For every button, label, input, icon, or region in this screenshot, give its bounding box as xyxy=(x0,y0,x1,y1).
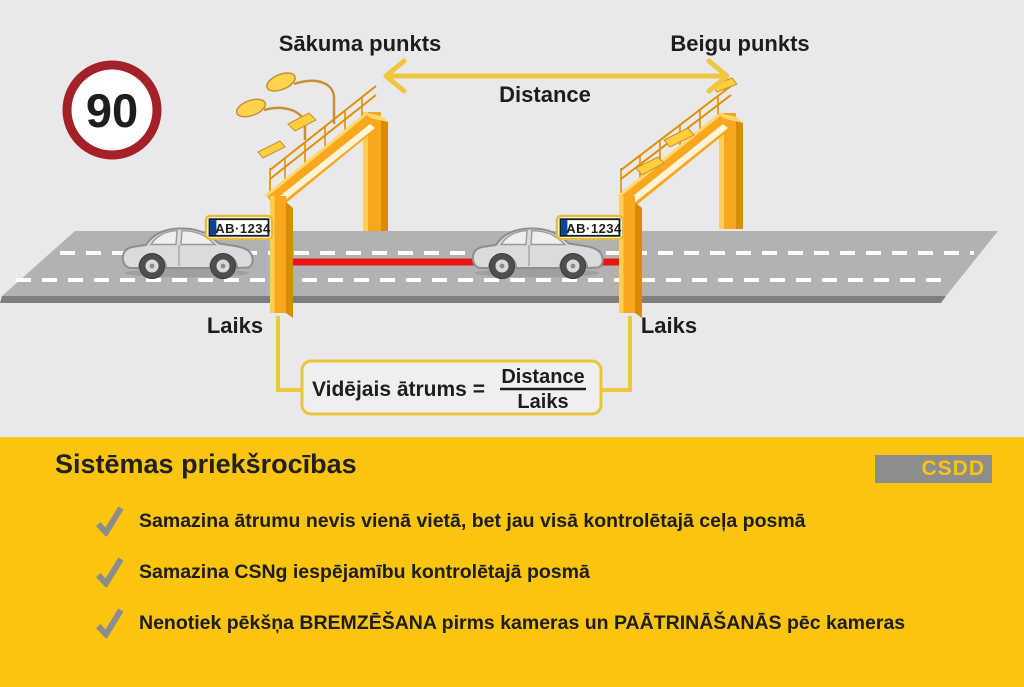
gantry-left-railing xyxy=(269,85,377,171)
end-point-label: Beigu punkts xyxy=(670,31,809,56)
camera-box-icon xyxy=(635,156,665,176)
gantry-right-beam-stripe xyxy=(623,124,728,208)
gantry-left-far-column-highlight xyxy=(363,112,368,231)
camera-box-icon xyxy=(711,77,738,93)
connector-right xyxy=(601,316,632,392)
distance-arrow xyxy=(383,58,730,94)
plate-eu-strip xyxy=(210,220,217,235)
check-icon xyxy=(96,557,124,589)
gantry-left xyxy=(235,72,388,318)
time-label-right: Laiks xyxy=(641,313,697,338)
gantry-left-beam-highlight xyxy=(265,112,367,198)
formula-denominator: Laiks xyxy=(517,391,568,413)
csdd-logo-text: CSDD xyxy=(921,457,985,480)
distance-label: Distance xyxy=(499,82,591,107)
plate-eu-strip xyxy=(561,220,568,235)
license-plate-left: AB·1234 xyxy=(204,214,274,241)
gantry-right-far-column-highlight xyxy=(719,113,724,229)
speed-limit-value: 90 xyxy=(86,84,138,137)
gantry-left-far-column-cap xyxy=(363,112,388,122)
bullet-item: Samazina CSNg iespējamību kontrolētajā p… xyxy=(95,556,590,589)
camera-box-icon xyxy=(287,112,317,132)
license-plate-right: AB·1234 xyxy=(555,214,625,241)
check-icon xyxy=(96,506,124,538)
gantry-left-far-column-side xyxy=(381,116,388,231)
camera-box-icon xyxy=(663,127,695,148)
gantry-left-pole-side xyxy=(286,202,293,318)
bullet-text: Nenotiek pēkšņa BREMZĒŠANA pirms kameras… xyxy=(139,611,906,634)
speed-limit-sign: 90 xyxy=(62,60,162,160)
gantry-right-far-column-cap xyxy=(719,113,743,123)
advantages-panel: Sistēmas priekšrocības CSDD Samazina ātr… xyxy=(0,437,1024,687)
panel-heading: Sistēmas priekšrocības xyxy=(55,449,357,479)
time-label-left: Laiks xyxy=(207,313,263,338)
bullet-text: Samazina ātrumu nevis vienā vietā, bet j… xyxy=(139,509,806,532)
speed-camera-diagram: AB·1234 AB·1234 90 Sākuma punkts Beigu p… xyxy=(0,31,998,416)
gantry-left-pole-highlight xyxy=(270,196,275,313)
sign-ring xyxy=(62,60,162,160)
street-lamp-icon xyxy=(235,98,307,140)
road-edge xyxy=(0,296,946,303)
camera-box-icon xyxy=(257,140,286,159)
csdd-logo: CSDD xyxy=(875,455,992,483)
bullet-text: Samazina CSNg iespējamību kontrolētajā p… xyxy=(139,560,590,583)
start-point-label: Sākuma punkts xyxy=(279,31,442,56)
connector-left xyxy=(276,316,302,392)
gantry-right-far-column-side xyxy=(736,117,743,229)
bullet-item: Nenotiek pēkšņa BREMZĒŠANA pirms kameras… xyxy=(95,607,906,640)
plate-text: AB·1234 xyxy=(566,221,622,236)
check-icon xyxy=(96,608,124,640)
gantry-left-railing2 xyxy=(269,94,377,180)
gantry-left-beam-stripe xyxy=(270,124,375,208)
formula-box: Vidējais ātrums = Distance Laiks xyxy=(300,359,603,416)
gantry-right-pole-side xyxy=(635,202,642,318)
plate-text: AB·1234 xyxy=(215,221,271,236)
gantry-right-beam-highlight xyxy=(618,113,720,198)
bullet-item: Samazina ātrumu nevis vienā vietā, bet j… xyxy=(95,505,806,538)
gantry-right-pole-highlight xyxy=(619,196,624,313)
street-lamp-icon xyxy=(266,72,336,124)
formula-lhs: Vidējais ātrums = xyxy=(312,378,485,401)
formula-numerator: Distance xyxy=(501,366,584,388)
